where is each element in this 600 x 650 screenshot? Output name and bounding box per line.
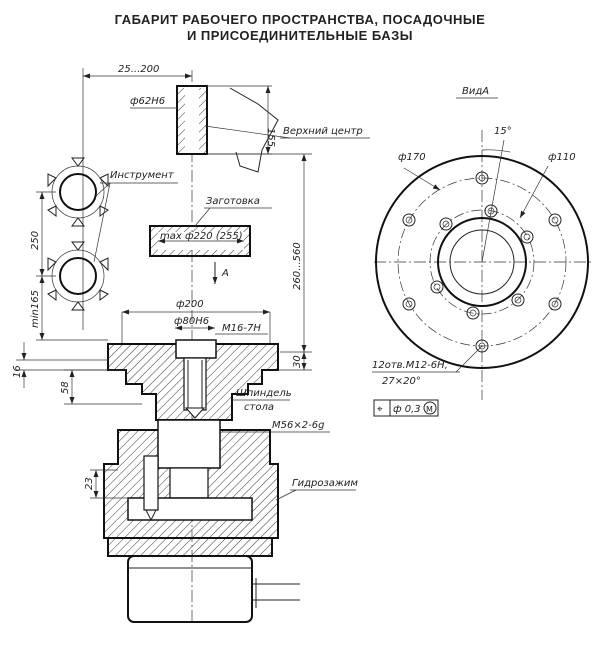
dim-58-text: 58 — [60, 381, 71, 394]
view-a-bore-outer — [437, 217, 527, 307]
upper-center-label: Верхний центр — [283, 126, 363, 137]
tool-gear-upper — [47, 157, 109, 227]
view-a-outer-flange — [375, 155, 589, 369]
dim-min165: min165 — [30, 276, 108, 341]
tolerance-value: ф 0,3 — [393, 404, 421, 415]
spindle-label-line1: Шпиндель — [236, 388, 292, 399]
dim-max220-text: max ф220 (255) — [160, 231, 243, 242]
tolerance-modifier: М — [426, 405, 433, 414]
view-a-bore-inner — [449, 229, 515, 295]
dim-62h6-text: ф62Н6 — [130, 96, 165, 107]
position-tolerance-frame: ⌖ ф 0,3 М — [373, 399, 439, 417]
dim-23-text: 23 — [84, 477, 95, 490]
dim-250-text: 250 — [30, 231, 41, 250]
hydro-clamp: M56×2-6g 23 Гидрозажим — [84, 419, 358, 557]
spindle-label: Шпиндель стола — [232, 388, 292, 413]
view-a-arrow: A — [212, 262, 229, 284]
dim-25-200-text: 25...200 — [118, 64, 159, 75]
m16-text: M16-7H — [222, 323, 261, 334]
view-a-arrow-label: A — [221, 268, 229, 279]
dim-155-text: 155 — [265, 128, 276, 147]
view-a: ВидА 15° ф170 ф110 — [372, 86, 594, 417]
dim-58: 58 — [60, 369, 142, 405]
table-spindle: ф200 ф80Н6 M16-7H — [107, 299, 279, 421]
tool-label: Инструмент — [93, 170, 178, 263]
dim-260-560-text: 260...560 — [292, 242, 303, 290]
dim-min165-text: min165 — [30, 290, 41, 328]
tool-gear-lower — [47, 241, 109, 311]
dim-170-text: ф170 — [398, 152, 426, 163]
dim-200-text: ф200 — [176, 299, 204, 310]
m56-text: M56×2-6g — [272, 420, 324, 431]
dim-16-text: 16 — [12, 365, 23, 378]
drawing-title-line2: И ПРИСОЕДИНИТЕЛЬНЫЕ БАЗЫ — [186, 28, 414, 43]
dim-80h6-text: ф80Н6 — [174, 316, 209, 327]
dim-110-text: ф110 — [548, 152, 576, 163]
dim-250: 250 — [30, 191, 56, 277]
holes-note-line2: 27×20° — [382, 376, 421, 387]
view-a-title: ВидА — [462, 86, 489, 97]
hydro-clamp-label: Гидрозажим — [292, 478, 358, 489]
dim-30: 30 — [278, 352, 312, 371]
dim-16: 16 — [12, 342, 108, 388]
tolerance-symbol: ⌖ — [377, 404, 383, 415]
tool-label-text: Инструмент — [110, 170, 175, 181]
dim-15deg-text: 15° — [494, 126, 512, 137]
spindle-label-line2: стола — [244, 402, 274, 413]
dim-30-text: 30 — [292, 355, 303, 368]
dim-25-200: 25...200 — [82, 64, 192, 330]
dim-260-560: 260...560 — [207, 153, 312, 353]
bottom-cylinder — [127, 555, 300, 623]
drawing-title-line1: ГАБАРИТ РАБОЧЕГО ПРОСТРАНСТВА, ПОСАДОЧНЫ… — [114, 12, 486, 27]
holes-note-line1: 12отв.M12-6H, — [372, 360, 448, 371]
workpiece-label: Заготовка — [206, 196, 260, 207]
workpiece: max ф220 (255) Заготовка — [149, 196, 272, 257]
upper-center: 155 ф62Н6 Верхний центр — [130, 85, 370, 173]
view-a-bolt-circle-inner — [429, 209, 535, 315]
